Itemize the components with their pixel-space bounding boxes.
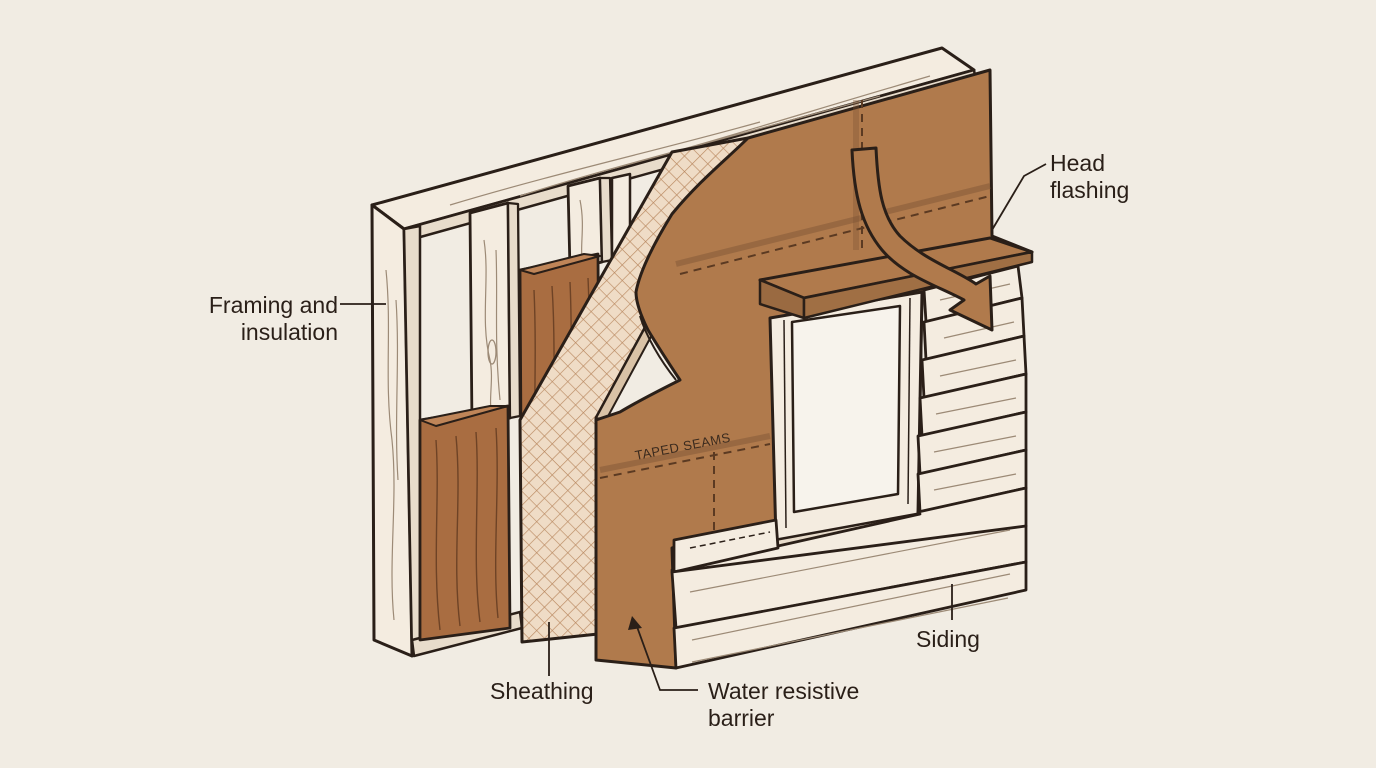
label-framing-line2: insulation	[240, 319, 338, 345]
label-framing-insulation: Framing and insulation	[150, 292, 338, 346]
label-head-flashing-line1: Head	[1050, 150, 1105, 176]
label-siding-text: Siding	[916, 626, 980, 652]
label-framing-line1: Framing and	[208, 292, 338, 318]
label-wrb-line1: Water resistive	[708, 678, 860, 704]
label-siding: Siding	[916, 626, 980, 653]
middle-stud	[468, 201, 512, 428]
wrb-leader	[635, 623, 698, 691]
label-head-flashing-line2: flashing	[1050, 177, 1130, 203]
label-head-flashing: Head flashing	[1050, 150, 1129, 204]
water-flow-arrow	[850, 146, 994, 332]
siding-boards	[670, 264, 1028, 670]
head-flashing-leader	[991, 163, 1047, 231]
leader-lines	[340, 163, 1047, 691]
label-sheathing: Sheathing	[490, 678, 594, 705]
window-glass	[790, 304, 902, 514]
label-water-resistive-barrier: Water resistive barrier	[708, 678, 859, 732]
window-opening	[768, 290, 924, 549]
label-wrb-line2: barrier	[708, 705, 775, 731]
label-sheathing-text: Sheathing	[490, 678, 594, 704]
